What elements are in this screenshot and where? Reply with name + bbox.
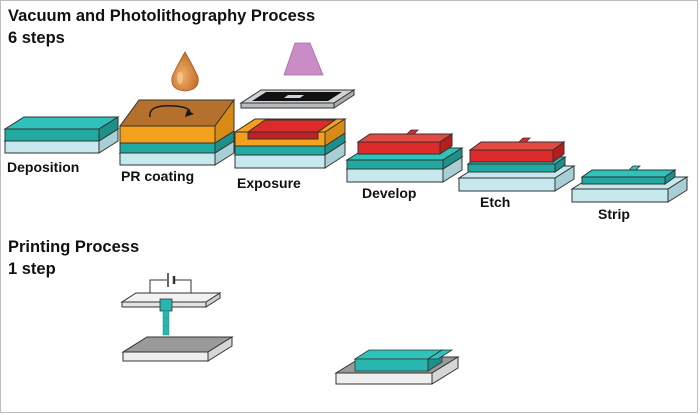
printing-process-heading: Printing Process 1 step [8, 236, 139, 280]
step-label-develop: Develop [362, 185, 417, 201]
step-develop [345, 129, 464, 183]
photoresist-layer [119, 98, 235, 144]
vacuum-process-title: Vacuum and Photolithography Process [8, 7, 316, 25]
printing-apparatus [120, 273, 234, 362]
step-exposure [233, 42, 356, 169]
film-layer [3, 116, 120, 142]
step-label-exposure: Exposure [237, 175, 301, 191]
step-label-deposition: Deposition [7, 159, 80, 175]
step-label-strip: Strip [598, 206, 630, 222]
resist-pattern [468, 137, 566, 163]
step-label-pr-coating: PR coating [121, 168, 195, 184]
printed-pattern [353, 349, 454, 372]
resist-pattern [356, 129, 454, 155]
printing-substrate [121, 336, 234, 362]
printing-process-title: Printing Process [8, 238, 140, 256]
printed-result [334, 349, 460, 385]
step-pr-coating [118, 51, 236, 166]
uv-light-icon [283, 42, 324, 76]
step-etch [457, 137, 576, 192]
battery-icon [149, 273, 192, 296]
ink-drop-icon [171, 51, 199, 92]
printing-process-subtitle: 1 step [8, 260, 56, 278]
vacuum-process-subtitle: 6 steps [8, 29, 65, 47]
step-label-etch: Etch [480, 194, 511, 210]
nozzle [159, 298, 173, 312]
spin-arrow-icon [149, 104, 194, 118]
vacuum-process-heading: Vacuum and Photolithography Process 6 st… [8, 5, 315, 49]
step-deposition [3, 116, 120, 154]
ink-jet-stream [162, 310, 170, 336]
film-pattern [580, 165, 677, 185]
step-strip [570, 165, 689, 203]
exposed-pattern [246, 119, 337, 140]
photomask-icon [239, 89, 356, 109]
